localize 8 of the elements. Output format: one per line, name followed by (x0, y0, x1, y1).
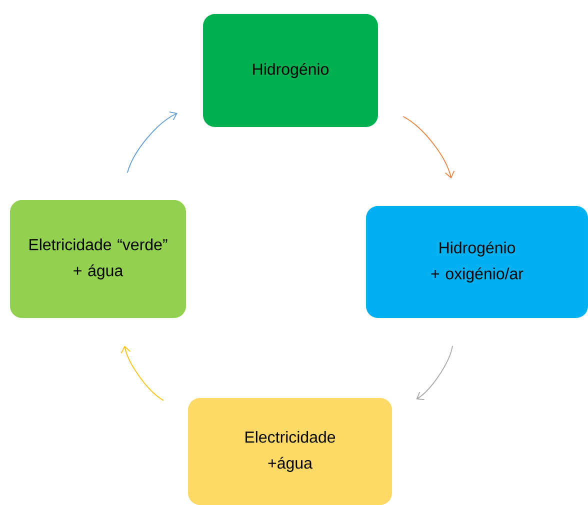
process-box: Hidrogénio + oxigénio/ar (366, 206, 588, 318)
arrow (120, 346, 164, 401)
arrow (126, 111, 178, 174)
process-box: Electricidade +água (188, 398, 392, 505)
arrow (402, 116, 455, 178)
arrow (416, 345, 453, 400)
process-box: Eletricidade “verde” + água (10, 200, 186, 318)
process-box: Hidrogénio (203, 14, 378, 127)
